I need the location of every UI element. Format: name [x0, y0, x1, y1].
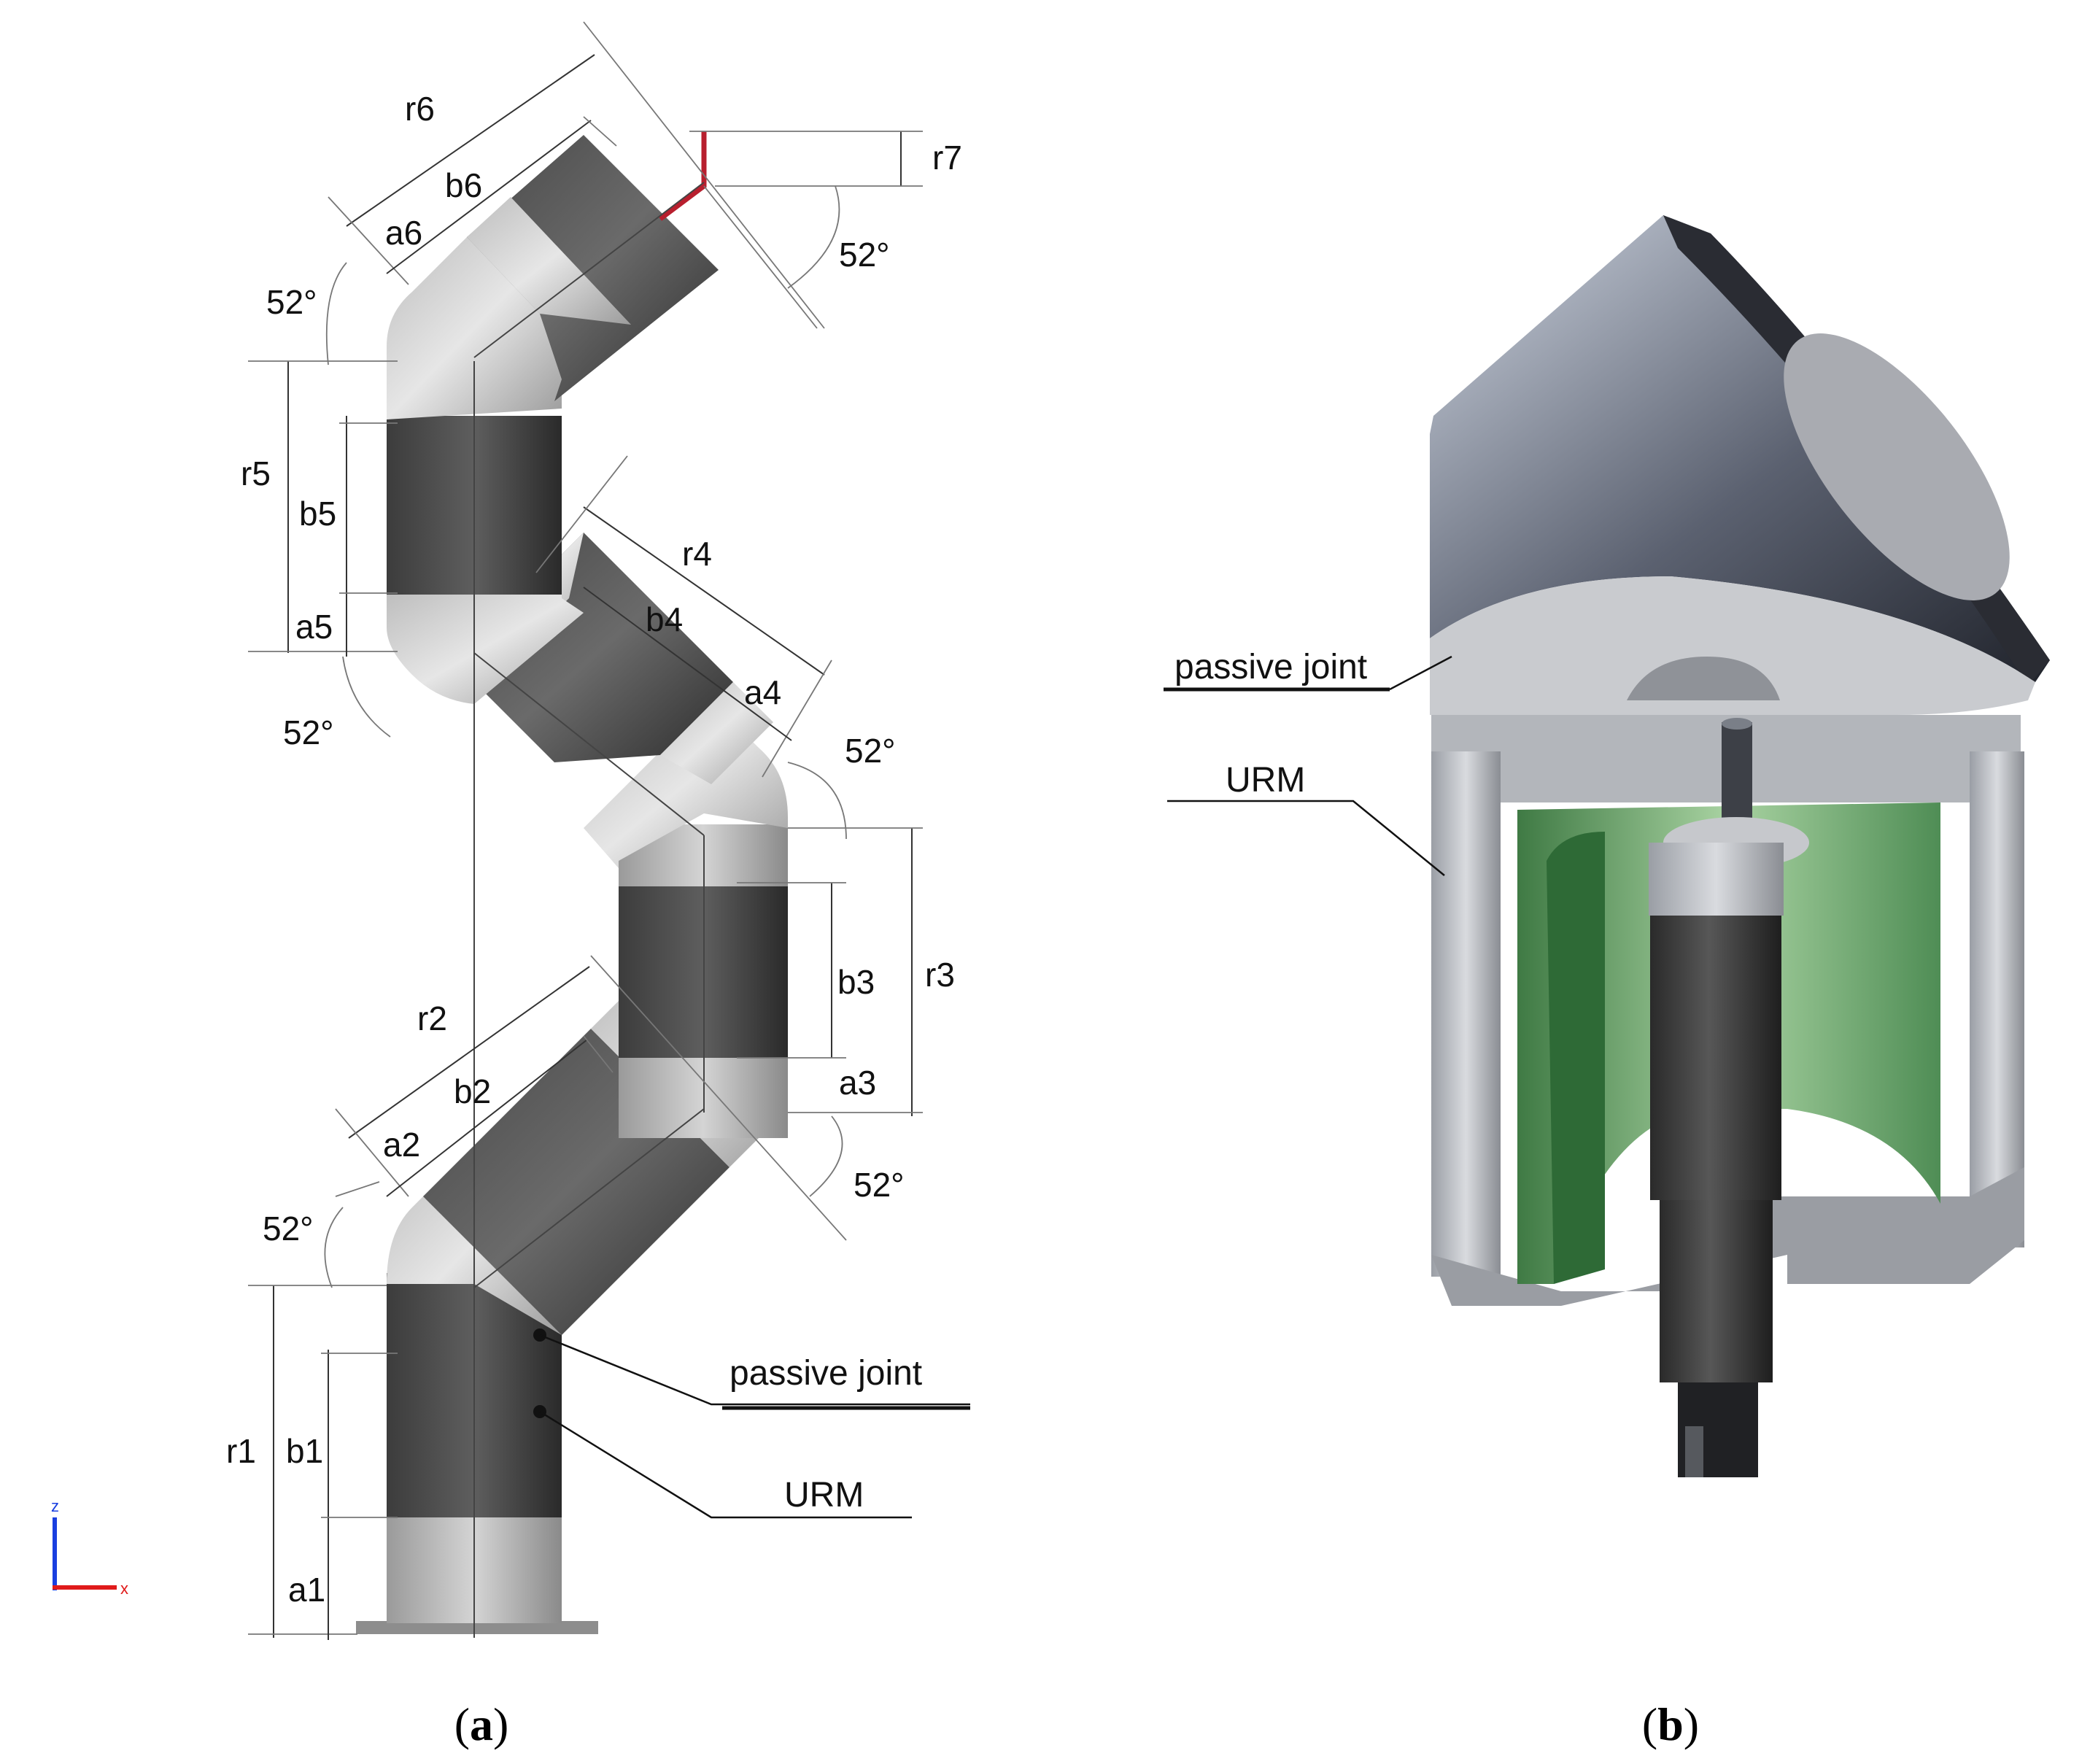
link-4-light [660, 682, 773, 784]
callout-urm-b: URM [1226, 761, 1305, 800]
label-a4: a4 [744, 673, 781, 711]
axis-z-label: z [51, 1497, 59, 1515]
base-plate [356, 1621, 598, 1634]
motor-body [1650, 916, 1781, 1200]
elbow-4 [387, 591, 584, 704]
label-b5: b5 [299, 495, 336, 533]
motor-lower [1660, 1200, 1773, 1382]
axis-x-label: x [120, 1579, 128, 1598]
angle-arcs [324, 185, 847, 1288]
top-cover [1430, 215, 2050, 682]
caption-a: (a) [454, 1698, 509, 1750]
elbow-5 [387, 237, 562, 419]
label-r4: r4 [682, 535, 712, 573]
label-a6: a6 [385, 214, 422, 252]
callouts-panel-a: passive joint URM [533, 1328, 970, 1519]
axes-indicator: z x [51, 1497, 128, 1598]
callout-passive-joint-b: passive joint [1174, 648, 1367, 686]
label-r2: r2 [417, 999, 447, 1037]
housing-left-wall [1431, 751, 1501, 1277]
joint-cutaway-render [1430, 215, 2050, 1477]
label-a1: a1 [288, 1571, 325, 1609]
label-a2: a2 [383, 1126, 420, 1164]
label-r6: r6 [405, 90, 435, 128]
label-b1: b1 [286, 1432, 323, 1470]
label-angle-5: 52° [266, 283, 317, 321]
tool-tip-red [658, 131, 707, 221]
label-r1: r1 [226, 1432, 256, 1470]
label-angle-1: 52° [263, 1210, 314, 1247]
label-r5: r5 [241, 454, 271, 492]
top-cover-bore [1784, 333, 2010, 600]
flange [1430, 576, 2035, 715]
motor-upper [1649, 843, 1784, 916]
caption-b: (b) [1642, 1698, 1699, 1750]
label-b6: b6 [445, 166, 482, 204]
label-angle-4: 52° [845, 732, 896, 770]
label-r7: r7 [932, 139, 962, 177]
label-b2: b2 [454, 1072, 491, 1110]
dimension-lines [248, 21, 923, 1640]
label-b4: b4 [646, 600, 683, 638]
centre-lines [473, 182, 705, 1638]
label-a3: a3 [839, 1064, 876, 1102]
link-6-light [467, 197, 631, 325]
callout-passive-joint-a: passive joint [729, 1354, 922, 1393]
housing-right-wall [1970, 751, 2024, 1247]
label-r3: r3 [925, 956, 955, 994]
callout-urm-a: URM [784, 1476, 864, 1515]
label-angle-3: 52° [283, 713, 334, 751]
label-b3: b3 [837, 963, 875, 1001]
callouts-panel-b: passive joint URM [1164, 648, 1452, 876]
label-angle-2: 52° [854, 1166, 905, 1204]
label-angle-6: 52° [839, 236, 890, 274]
link-6 [467, 135, 719, 401]
dimension-labels: r6 b6 a6 r7 52° 52° r5 b5 a5 r4 b4 a4 52… [226, 90, 962, 1609]
label-a5: a5 [295, 608, 333, 646]
